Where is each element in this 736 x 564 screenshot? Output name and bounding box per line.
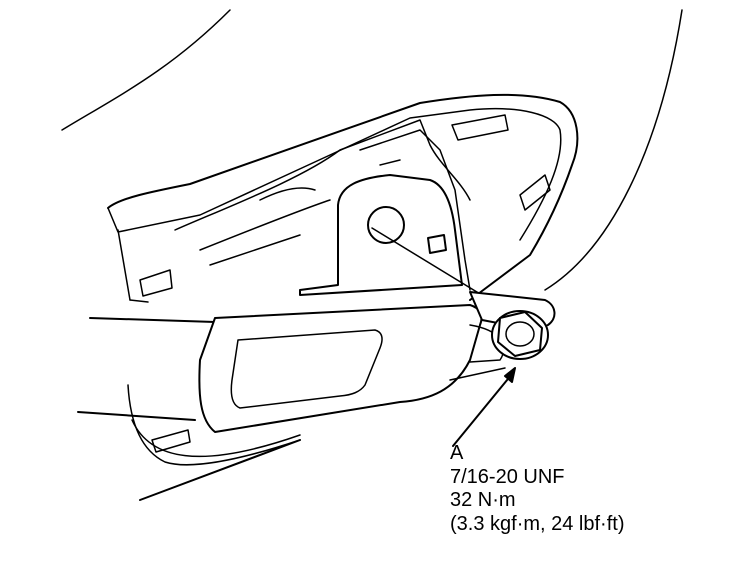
bolt-face [505, 321, 535, 347]
bolt-head [497, 311, 543, 357]
frame-ridge [174, 119, 471, 231]
guide-line [371, 227, 491, 301]
frame-bracket [359, 129, 471, 291]
body-outline-upper [61, 9, 231, 131]
callout-thread-spec: 7/16-20 UNF [450, 465, 565, 488]
belt-webbing-lower [77, 411, 196, 421]
slot-right [519, 174, 551, 211]
trim-panel-inner [107, 107, 562, 301]
anchor-square-hole [427, 234, 447, 254]
callout-leader [452, 373, 513, 447]
anchor-plate [299, 174, 463, 296]
floor-line-left [139, 439, 301, 501]
callout-torque-alt: (3.3 kgf·m, 24 lbf·ft) [450, 512, 625, 535]
frame-ridge-2 [199, 199, 331, 266]
belt-webbing-upper [89, 317, 216, 323]
tongue-window [230, 329, 383, 409]
callout-text-block: A 7/16-20 UNF 32 N·m (3.3 kgf·m, 24 lbf·… [450, 442, 625, 536]
trim-panel-lower [129, 299, 301, 458]
callout-label: A [450, 442, 464, 464]
slot-upper-right [451, 114, 509, 141]
floor-line-right [449, 367, 506, 381]
body-outline-right [544, 9, 683, 291]
trim-panel-outline [107, 93, 579, 301]
slot-lower-left [151, 429, 191, 453]
slot-left [139, 269, 173, 297]
frame-ridge-3 [259, 159, 401, 201]
callout-arrowhead [504, 367, 516, 383]
anchor-hole [367, 206, 405, 244]
callout-torque-nm: 32 N·m [450, 489, 516, 511]
trim-lower-curve [127, 384, 301, 466]
